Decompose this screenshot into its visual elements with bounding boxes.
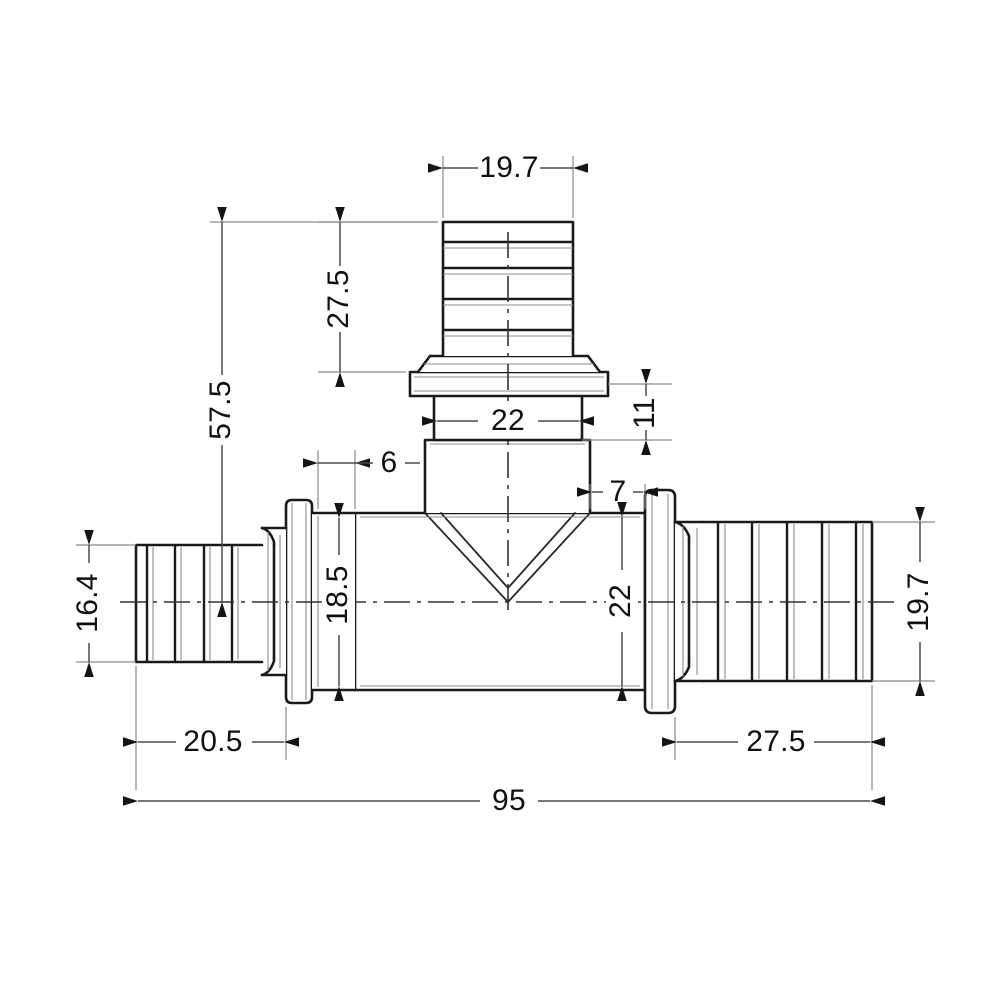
dimension-label-11: 11 bbox=[628, 397, 661, 429]
left-barb bbox=[136, 545, 262, 662]
left-barb-ribs bbox=[145, 545, 239, 662]
dimension-label-19.7-right: 19.7 bbox=[902, 572, 935, 632]
dimension-label-57.5: 57.5 bbox=[204, 380, 237, 440]
dimension-95: 95 bbox=[123, 784, 885, 817]
dimension-19.7-right: 19.7 bbox=[872, 507, 936, 696]
dimension-11: 11 bbox=[582, 369, 672, 455]
dimension-22-body: 22 bbox=[604, 502, 638, 701]
dimension-label-6: 6 bbox=[381, 446, 398, 479]
dimension-27.5-right: 27.5 bbox=[662, 685, 885, 790]
dimension-16.4: 16.4 bbox=[71, 530, 136, 677]
dimension-27.5-left: 27.5 bbox=[318, 207, 438, 387]
dimension-label-27.5-right: 27.5 bbox=[746, 725, 806, 758]
dimension-label-16.4: 16.4 bbox=[71, 573, 104, 633]
dimension-7: 7 bbox=[577, 475, 658, 509]
dimension-label-27.5-left: 27.5 bbox=[322, 269, 355, 329]
dimension-18.5: 18.5 bbox=[321, 503, 355, 701]
dimension-label-22-body: 22 bbox=[604, 584, 637, 618]
dimension-6: 6 bbox=[303, 446, 420, 509]
dimension-22-branch: 22 bbox=[422, 404, 594, 437]
dimension-19.7-top: 19.7 bbox=[428, 151, 588, 218]
dimension-57.5: 57.5 bbox=[204, 207, 438, 617]
dimension-label-95: 95 bbox=[492, 784, 526, 817]
fitting-body-geometry bbox=[134, 220, 874, 715]
dimension-label-19.7-top: 19.7 bbox=[479, 151, 539, 184]
branch-flange bbox=[410, 372, 608, 396]
dimension-label-18.5: 18.5 bbox=[321, 565, 354, 625]
main-run-body bbox=[355, 513, 645, 690]
dimension-label-7: 7 bbox=[610, 475, 627, 508]
dimension-label-20.5: 20.5 bbox=[183, 725, 243, 758]
dimension-label-22-branch: 22 bbox=[491, 404, 525, 437]
dimension-20.5: 20.5 bbox=[123, 666, 299, 790]
